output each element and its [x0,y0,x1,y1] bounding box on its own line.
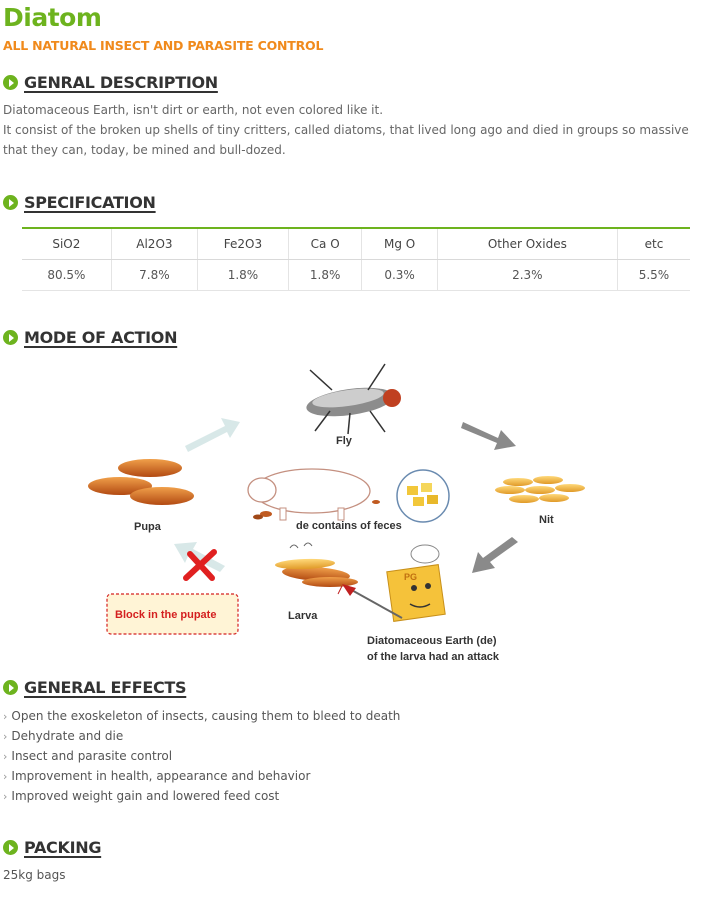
attack-label-line2: of the larva had an attack [367,651,500,663]
table-cell: 5.5% [616,259,690,291]
chevron-right-icon: › [3,770,8,783]
pupa-icon [88,459,194,505]
chevron-right-icon: › [3,710,8,723]
lifecycle-diagram: Fly Nit de contai [80,356,640,666]
effects-list: ›Open the exoskeleton of insects, causin… [3,706,400,806]
bag-text: PG [404,572,417,582]
section-title: GENERAL EFFECTS [24,678,187,697]
bullet-icon [3,75,18,90]
feed-icon [396,469,450,523]
chevron-right-icon: › [3,750,8,763]
list-item: ›Open the exoskeleton of insects, causin… [3,706,400,726]
section-heading-description: GENRAL DESCRIPTION [3,73,218,92]
packing-text: 25kg bags [3,868,66,882]
page-title: Diatom [3,3,102,32]
list-item: ›Improvement in health, appearance and b… [3,766,400,786]
table-header-cell: Al2O3 [110,228,198,260]
list-item-text: Open the exoskeleton of insects, causing… [11,709,401,723]
chevron-right-icon: › [3,790,8,803]
bullet-icon [3,840,18,855]
description-text: Diatomaceous Earth, isn't dirt or earth,… [3,100,703,160]
section-title: MODE OF ACTION [24,328,178,347]
nit-icon [495,476,585,503]
bullet-icon [3,195,18,210]
description-line: It consist of the broken up shells of ti… [3,123,689,157]
section-heading-effects: GENERAL EFFECTS [3,678,187,697]
cross-icon [183,549,217,581]
table-cell: 2.3% [436,259,618,291]
page-subtitle: ALL NATURAL INSECT AND PARASITE CONTROL [3,38,324,53]
list-item-text: Dehydrate and die [11,729,124,743]
list-item: ›Insect and parasite control [3,746,400,766]
arrow-icon [461,422,516,450]
table-cell: 1.8% [287,259,362,291]
arrow-icon [472,537,518,573]
larva-label: Larva [288,610,318,622]
table-header-cell: Ca O [287,228,362,260]
lifecycle-illustration: Fly Nit de contai [88,363,585,663]
table-row: 80.5% 7.8% 1.8% 1.8% 0.3% 2.3% 5.5% [22,259,690,291]
block-label: Block in the pupate [115,609,216,621]
table-cell: 7.8% [110,259,198,291]
table-cell: 80.5% [22,259,112,291]
list-item: ›Dehydrate and die [3,726,400,746]
feces-label: de contains of feces [296,520,402,532]
pig-icon [247,468,380,521]
list-item-text: Improvement in health, appearance and be… [11,769,311,783]
attack-label-line1: Diatomaceous Earth (de) [367,635,497,647]
section-title: PACKING [24,838,102,857]
table-header-cell: Other Oxides [436,228,618,260]
table-header-row: SiO2 Al2O3 Fe2O3 Ca O Mg O Other Oxides … [22,228,690,260]
table-cell: 1.8% [197,259,289,291]
specification-table: SiO2 Al2O3 Fe2O3 Ca O Mg O Other Oxides … [22,227,690,291]
spear-icon [337,584,403,619]
section-title: SPECIFICATION [24,193,156,212]
description-line: Diatomaceous Earth, isn't dirt or earth,… [3,103,384,117]
pupa-label: Pupa [134,521,162,533]
table-header-cell: SiO2 [22,228,112,260]
arrow-icon [174,542,225,572]
table-header-cell: Fe2O3 [197,228,289,260]
fly-icon [306,363,401,435]
table-cell: 0.3% [361,259,438,291]
arrow-icon [185,418,240,452]
section-heading-specification: SPECIFICATION [3,193,156,212]
bullet-icon [3,330,18,345]
table-header-cell: Mg O [361,228,438,260]
larva-icon [275,542,358,587]
list-item-text: Insect and parasite control [11,749,173,763]
list-item-text: Improved weight gain and lowered feed co… [11,789,280,803]
bullet-icon [3,680,18,695]
de-bag-icon: PG [386,544,446,622]
chevron-right-icon: › [3,730,8,743]
section-title: GENRAL DESCRIPTION [24,73,218,92]
fly-label: Fly [336,435,353,447]
list-item: ›Improved weight gain and lowered feed c… [3,786,400,806]
block-label-box [106,593,239,635]
section-heading-packing: PACKING [3,838,101,857]
section-heading-mode-of-action: MODE OF ACTION [3,328,178,347]
table-header-cell: etc [616,228,690,260]
nit-label: Nit [539,514,554,526]
